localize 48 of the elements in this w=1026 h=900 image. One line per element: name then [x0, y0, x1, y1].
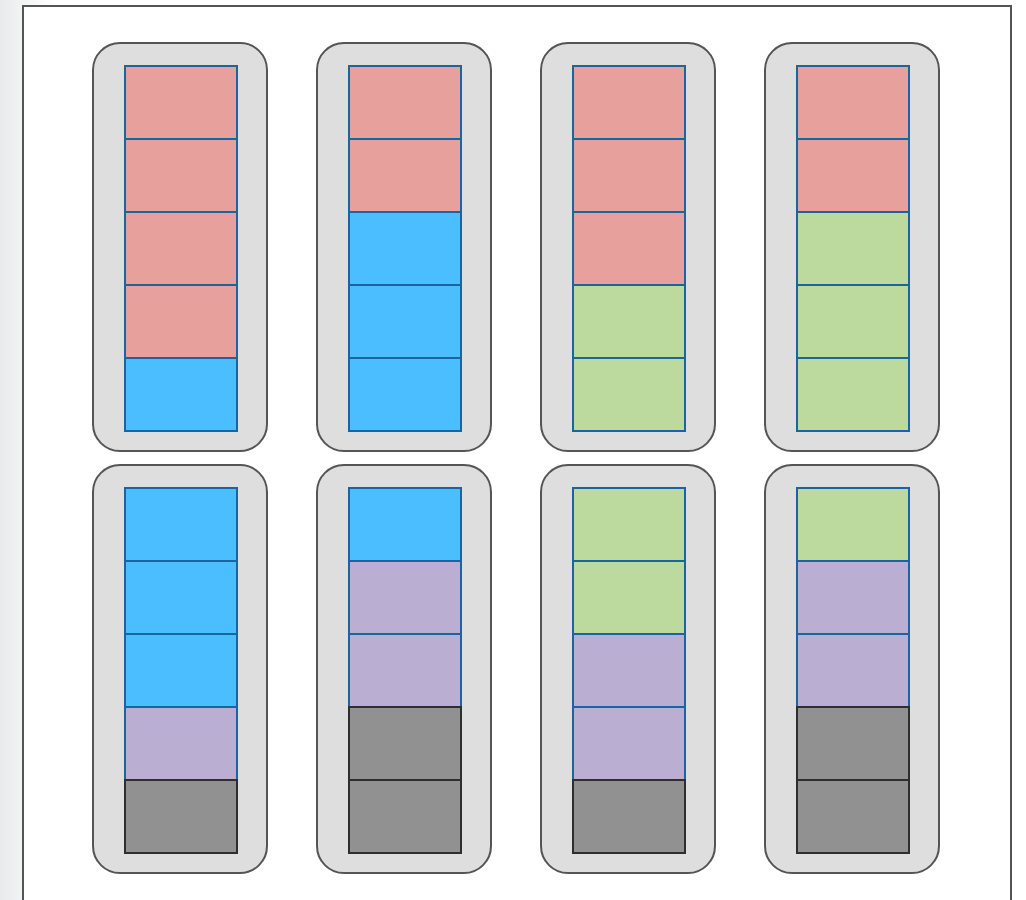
- stack-block: [124, 779, 238, 854]
- stack-block: [348, 138, 462, 213]
- stack-block: [124, 560, 238, 635]
- stack-block: [348, 560, 462, 635]
- stack-panel: [316, 464, 492, 874]
- stack-panel: [316, 42, 492, 452]
- stack-block: [796, 487, 910, 562]
- stack-panel: [92, 464, 268, 874]
- stack-panel: [540, 42, 716, 452]
- stack-block: [124, 633, 238, 708]
- stack-block: [796, 284, 910, 359]
- stack-block: [124, 65, 238, 140]
- stack-block: [796, 706, 910, 781]
- stack-block: [796, 779, 910, 854]
- stack-block: [572, 779, 686, 854]
- stack-block: [572, 633, 686, 708]
- stack-block: [572, 284, 686, 359]
- stack-block: [572, 138, 686, 213]
- stack-block: [124, 211, 238, 286]
- stack-block: [124, 706, 238, 781]
- stack-block: [796, 65, 910, 140]
- stack-panel: [540, 464, 716, 874]
- stack-block: [572, 357, 686, 432]
- stack-block: [572, 65, 686, 140]
- stack-block: [124, 487, 238, 562]
- stack-block: [348, 779, 462, 854]
- stack-block: [348, 357, 462, 432]
- stack-block: [796, 211, 910, 286]
- stack-block: [348, 211, 462, 286]
- stack-block: [348, 706, 462, 781]
- stack-block: [124, 357, 238, 432]
- stack-block: [572, 487, 686, 562]
- stack-block: [572, 211, 686, 286]
- stack-block: [572, 706, 686, 781]
- stack-block: [796, 357, 910, 432]
- stack-block: [124, 284, 238, 359]
- stack-panel: [92, 42, 268, 452]
- stack-block: [124, 138, 238, 213]
- stack-block: [796, 560, 910, 635]
- stack-block: [796, 633, 910, 708]
- stack-block: [572, 560, 686, 635]
- stack-block: [348, 487, 462, 562]
- stack-panel: [764, 42, 940, 452]
- stack-block: [348, 65, 462, 140]
- stack-panel: [764, 464, 940, 874]
- stack-block: [348, 284, 462, 359]
- stack-block: [348, 633, 462, 708]
- stack-block: [796, 138, 910, 213]
